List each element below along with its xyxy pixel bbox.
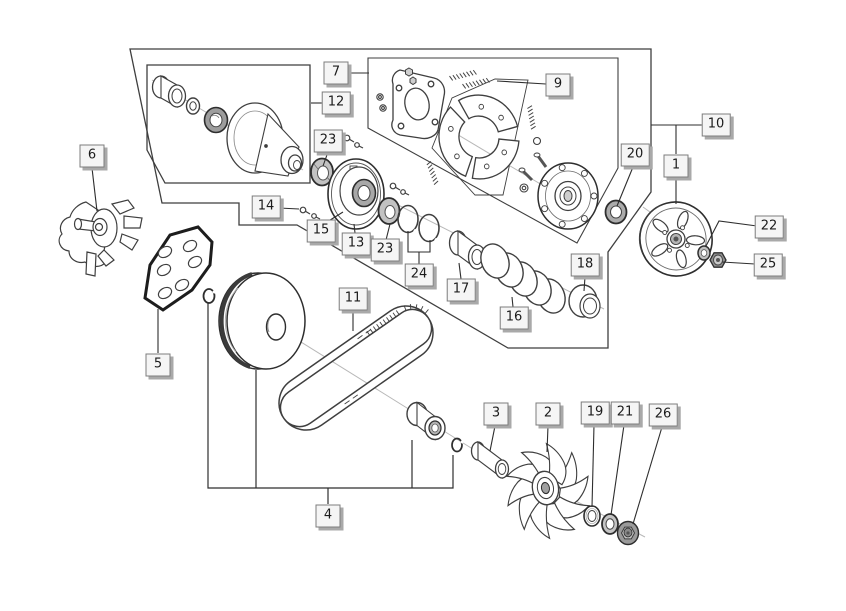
washer-part-drawing <box>185 97 201 115</box>
fan-wheel-drawing <box>505 442 591 540</box>
callout-22[interactable]: 22 <box>754 215 784 239</box>
spring-guide-bushing-drawing <box>448 229 487 271</box>
callout-21[interactable]: 21 <box>610 401 640 425</box>
callout-23-right[interactable]: 23 <box>370 238 400 262</box>
group-4-bracket <box>207 302 454 504</box>
callout-1[interactable]: 1 <box>663 154 689 178</box>
assembly-group-outline-7 <box>129 48 652 349</box>
callout-16[interactable]: 16 <box>499 306 529 330</box>
pulley-disc-part-drawing <box>327 158 385 230</box>
callout-12[interactable]: 12 <box>321 91 351 115</box>
callout-2[interactable]: 2 <box>535 402 561 426</box>
small-nuts-drawing <box>405 67 417 86</box>
clutch-shoes-drawing <box>438 94 520 180</box>
callout-11[interactable]: 11 <box>338 287 368 311</box>
small-rings-drawing <box>376 93 554 193</box>
callout-20[interactable]: 20 <box>620 143 650 167</box>
clutch-shoe-kit-outline <box>431 78 529 196</box>
callout-13[interactable]: 13 <box>341 232 371 256</box>
callout-4[interactable]: 4 <box>315 504 341 528</box>
spring-cup-part-drawing <box>568 284 601 319</box>
callout-17[interactable]: 17 <box>446 278 476 302</box>
callout-15[interactable]: 15 <box>306 219 336 243</box>
circlip-part-drawing <box>451 437 464 453</box>
spacer-sleeve-drawing <box>406 401 446 441</box>
callout-24[interactable]: 24 <box>404 263 434 287</box>
variator-hub-part-drawing <box>226 102 304 177</box>
bearing-part-drawing <box>604 199 628 225</box>
callout-23-left[interactable]: 23 <box>313 129 343 153</box>
clutch-bell-drawing <box>639 201 713 277</box>
assembly-group-outline-12 <box>146 64 311 184</box>
circlip-pair-drawing <box>397 204 440 244</box>
callout-7[interactable]: 7 <box>323 61 349 85</box>
clutch-spring-drawing <box>480 243 566 314</box>
callout-26[interactable]: 26 <box>648 403 678 427</box>
seal-ring-part-drawing <box>377 197 401 225</box>
callout-leader-lines <box>91 72 758 525</box>
screw-pair-drawing <box>299 134 410 220</box>
callout-19[interactable]: 19 <box>580 401 610 425</box>
callout-25[interactable]: 25 <box>753 253 783 277</box>
drive-pulley-half-drawing <box>218 272 306 370</box>
bearing-part-drawing <box>203 106 229 134</box>
bushing-part-drawing <box>151 75 187 108</box>
clutch-carrier-drawing <box>518 152 599 230</box>
shoe-springs-drawing <box>426 69 536 186</box>
flange-nut-part-drawing <box>616 520 640 546</box>
callout-14[interactable]: 14 <box>251 195 281 219</box>
gasket-part-drawing <box>391 69 446 140</box>
impeller-part-drawing <box>58 199 143 277</box>
callout-18[interactable]: 18 <box>570 253 600 277</box>
callout-3[interactable]: 3 <box>483 402 509 426</box>
callout-9[interactable]: 9 <box>545 73 571 97</box>
washer-part-drawing <box>697 245 711 261</box>
callout-6[interactable]: 6 <box>79 144 105 168</box>
seal-ring-part-drawing <box>310 157 334 187</box>
washer-part-drawing <box>583 505 601 527</box>
drive-belt-drawing <box>278 304 434 431</box>
callout-5[interactable]: 5 <box>145 353 171 377</box>
pin-part-drawing <box>470 440 510 480</box>
callout-10[interactable]: 10 <box>701 113 731 137</box>
circlip-part-drawing <box>202 288 216 304</box>
nut-part-drawing <box>709 252 727 268</box>
spring-washer-part-drawing <box>601 513 619 535</box>
roller-guide-plate-drawing <box>143 225 214 312</box>
